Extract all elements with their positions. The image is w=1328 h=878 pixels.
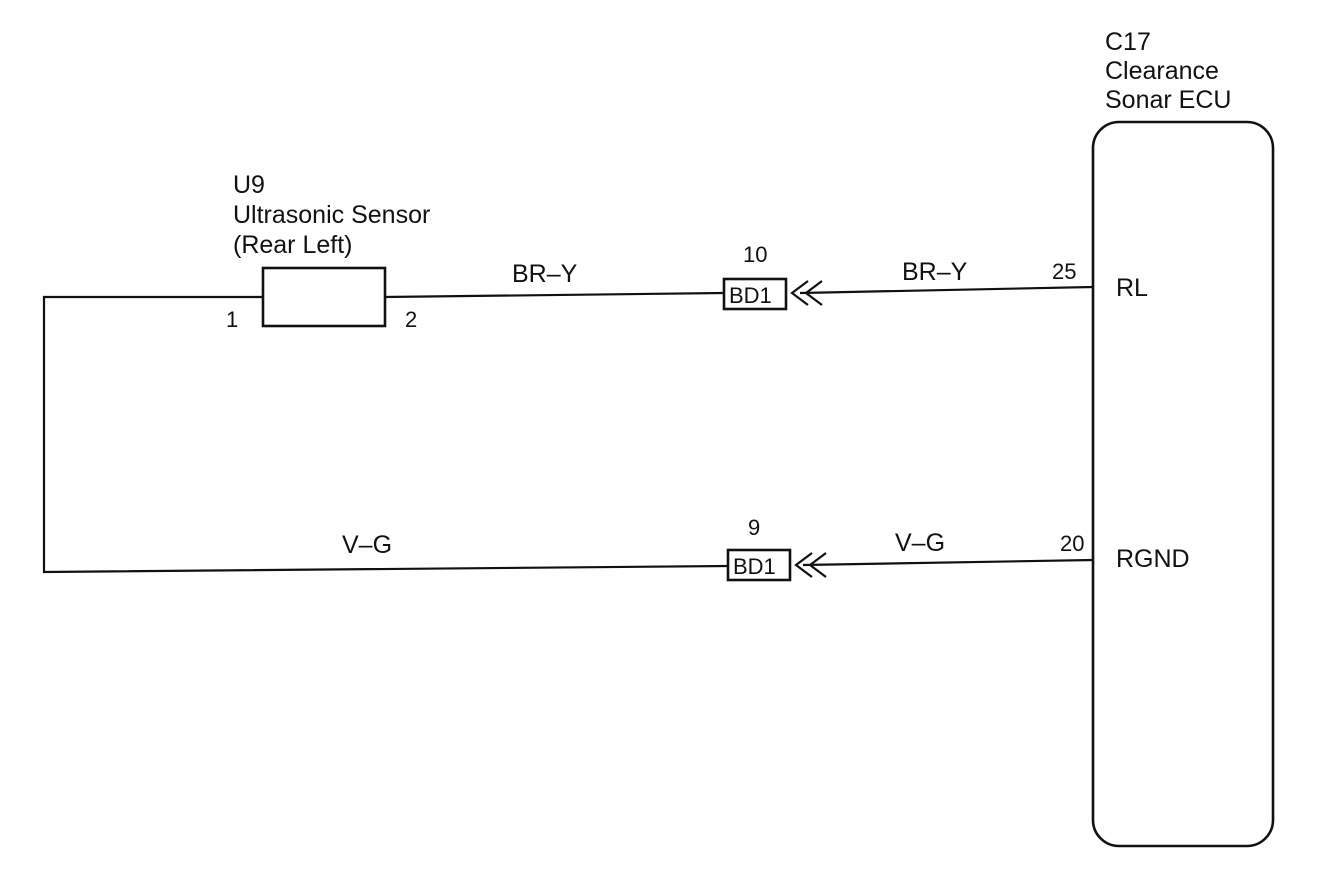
connector-pin-10: 10 <box>743 242 767 267</box>
connector-bd1-pin9: 9 BD1 <box>726 515 827 582</box>
connector-bd1-pin10: 10 BD1 <box>722 242 823 311</box>
connector-box <box>726 548 792 582</box>
wire-bry-left <box>384 291 725 299</box>
wires <box>42 285 1094 574</box>
wire-vg-left <box>42 295 729 574</box>
ecu-terminal-rl-name: RL <box>1116 274 1148 302</box>
wire-color-bottom-left: V–G <box>342 531 392 559</box>
ecu-name-line1: Clearance <box>1105 57 1219 85</box>
sensor-code: U9 <box>233 171 265 199</box>
ecu-component: C17 Clearance Sonar ECU RL RGND 25 20 <box>1052 28 1275 848</box>
sensor-body <box>261 266 387 328</box>
ecu-body <box>1091 120 1275 848</box>
ecu-pin-20: 20 <box>1060 531 1084 556</box>
connector-id: BD1 <box>729 283 772 308</box>
ecu-terminal-rgnd-name: RGND <box>1116 545 1190 573</box>
sensor-name-line2: (Rear Left) <box>233 231 352 259</box>
wire-bry-right <box>799 285 1094 295</box>
connector-id: BD1 <box>733 554 776 579</box>
wire-color-bottom-right: V–G <box>895 529 945 557</box>
sensor-component: U9 Ultrasonic Sensor (Rear Left) 1 2 <box>226 171 430 332</box>
ecu-pin-25: 25 <box>1052 259 1076 284</box>
ecu-code: C17 <box>1105 28 1151 56</box>
connector-chevron-icon <box>790 280 823 306</box>
sensor-name-line1: Ultrasonic Sensor <box>233 201 430 229</box>
ecu-name-line2: Sonar ECU <box>1105 86 1231 114</box>
connector-chevron-icon <box>794 552 827 578</box>
connector-box <box>722 277 788 311</box>
wire-color-top-right: BR–Y <box>902 258 968 286</box>
wire-color-top-left: BR–Y <box>512 260 578 288</box>
wire-vg-right <box>802 558 1094 567</box>
connector-pin-9: 9 <box>748 515 760 540</box>
sensor-pin-1: 1 <box>226 307 238 332</box>
sensor-pin-2: 2 <box>405 307 417 332</box>
